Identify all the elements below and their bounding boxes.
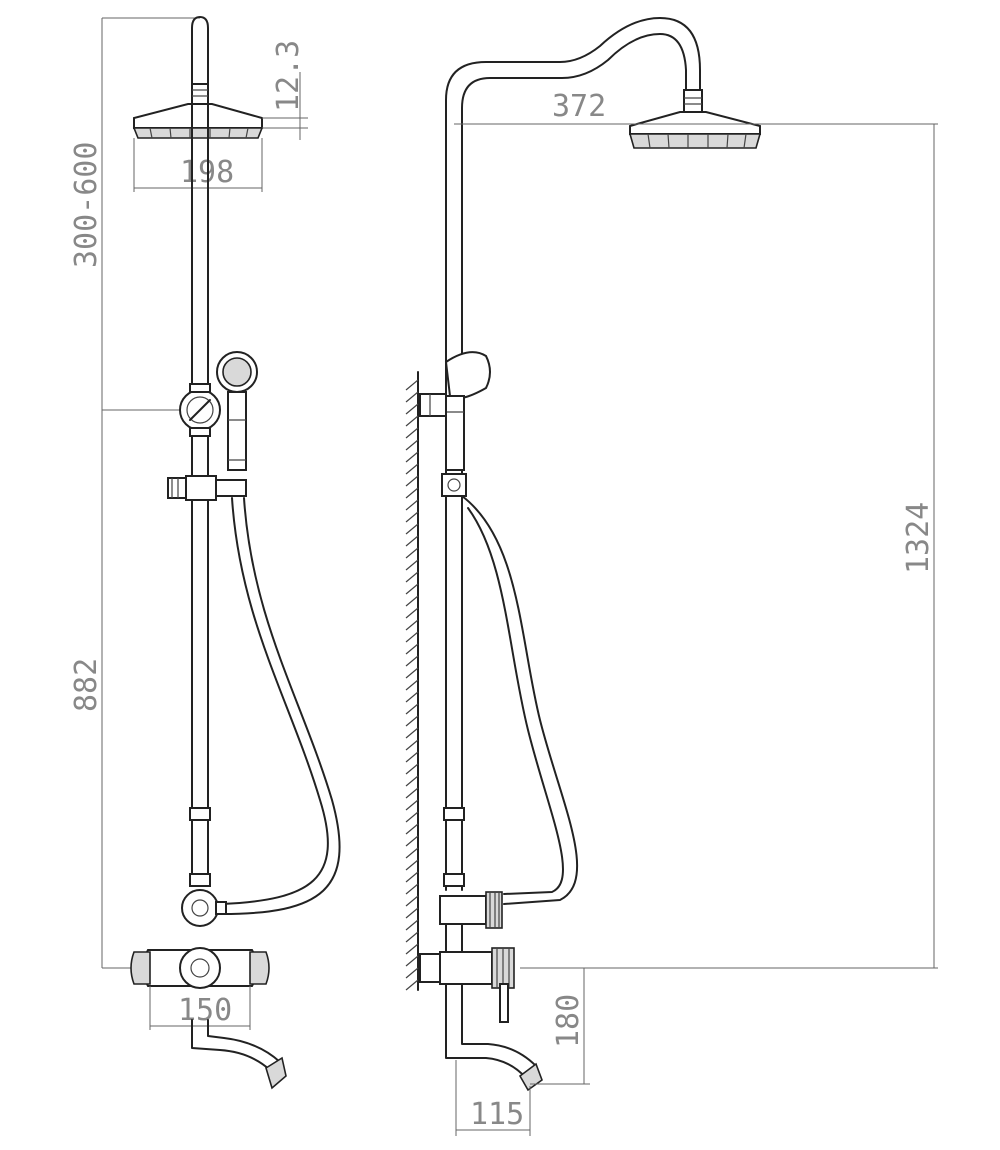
front-lower-diverter — [181, 873, 227, 927]
side-view: 372 1324 — [405, 17, 938, 1136]
front-shower-head — [132, 83, 264, 139]
side-shower-head — [628, 89, 762, 149]
spout-reach-label: 115 — [470, 1097, 524, 1132]
total-height-label: 1324 — [901, 502, 936, 574]
head-diameter-dimension: 198 — [133, 138, 263, 192]
front-view: 12.3 198 — [69, 16, 341, 1090]
front-hose — [221, 497, 341, 915]
side-hand-shower — [419, 351, 491, 471]
front-hand-shower — [216, 351, 258, 471]
front-spout — [191, 1019, 287, 1090]
spout-drop-dimension: 180 — [530, 968, 590, 1085]
side-lower-diverter — [439, 873, 503, 953]
spout-reach-dimension: 115 — [455, 1060, 531, 1136]
arm-reach-label: 372 — [552, 89, 606, 124]
side-mixer — [419, 947, 515, 1023]
side-wall — [405, 371, 419, 991]
side-slide-bracket — [441, 473, 467, 497]
arm-range-label: 300-600 — [69, 142, 104, 268]
head-offset-label: 12.3 — [271, 40, 306, 112]
spout-drop-label: 180 — [551, 994, 586, 1048]
side-hose — [461, 495, 579, 905]
front-top-arm — [191, 16, 209, 91]
lower-height-label: 882 — [69, 658, 104, 712]
arm-reach-dimension: 372 — [454, 89, 938, 125]
mixer-spacing-dimension: 150 — [149, 986, 251, 1030]
side-riser-arm — [443, 17, 701, 891]
front-slide-bracket — [167, 475, 247, 501]
front-mixer — [130, 947, 270, 989]
front-upper-knob — [179, 383, 221, 437]
mixer-spacing-label: 150 — [178, 993, 232, 1028]
total-height-dimension: 1324 — [520, 124, 938, 969]
head-offset-dimension: 12.3 — [262, 40, 308, 140]
side-spout — [445, 983, 543, 1092]
